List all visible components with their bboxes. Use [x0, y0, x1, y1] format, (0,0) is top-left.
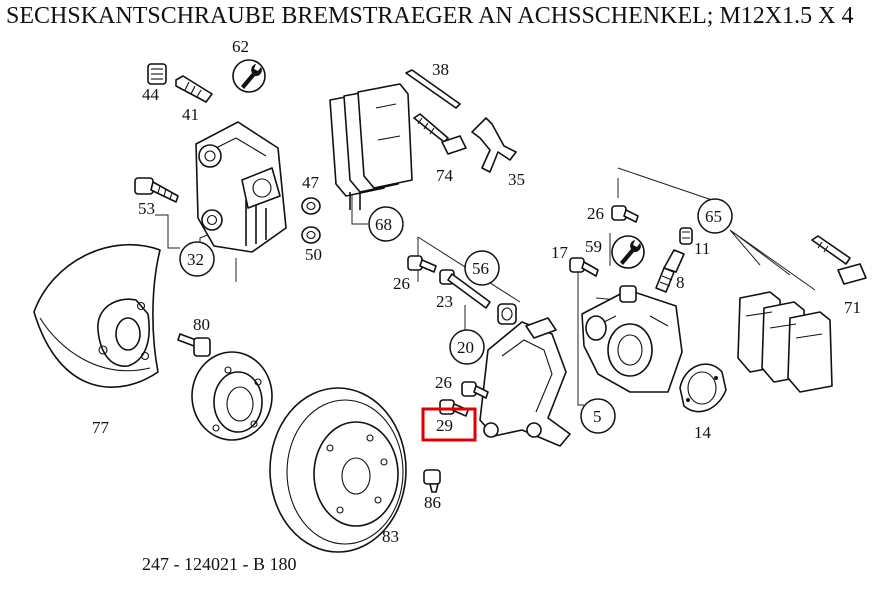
callout-11: 11	[694, 239, 710, 258]
washer-part-47	[301, 197, 321, 215]
caliper-part-5	[581, 285, 683, 393]
guide-pin-part-38	[405, 69, 461, 109]
page-title: SECHSKANTSCHRAUBE BREMSTRAEGER AN ACHSSC…	[6, 3, 854, 29]
callout-14: 14	[694, 423, 712, 442]
callout-5: 5	[593, 407, 602, 426]
bleeder-part-11	[679, 227, 693, 245]
wrench-icon	[611, 235, 645, 269]
callout-47: 47	[302, 173, 320, 192]
screw-part-17	[569, 257, 599, 277]
callout-29: 29	[436, 416, 453, 435]
guide-sleeve-part-23	[439, 269, 491, 309]
caliper-part-32	[195, 121, 287, 253]
callout-71: 71	[844, 298, 861, 317]
callout-circles	[179, 198, 733, 434]
wheel-hub	[191, 351, 273, 441]
spring-part-14	[679, 363, 727, 413]
bolt-part-53	[134, 177, 179, 203]
callout-59: 59	[585, 237, 602, 256]
washer-part-50	[301, 226, 321, 244]
callout-80: 80	[193, 315, 210, 334]
callout-53: 53	[138, 199, 155, 218]
sleeve-part-56	[497, 303, 517, 325]
callout-83: 83	[382, 527, 399, 546]
callout-50: 50	[305, 245, 322, 264]
bleeder-screw-part-41	[175, 75, 213, 103]
callout-38: 38	[432, 60, 449, 79]
callout-68: 68	[375, 215, 392, 234]
callout-56: 56	[472, 259, 489, 278]
callout-32: 32	[187, 250, 204, 269]
callout-62: 62	[232, 37, 249, 56]
carrier-bracket-part-20	[479, 317, 571, 447]
callout-44: 44	[142, 85, 160, 104]
spreader-spring-part-35	[471, 117, 517, 173]
screw-part-86	[423, 469, 441, 493]
callout-17: 17	[551, 243, 569, 262]
callout-65: 65	[705, 207, 722, 226]
callout-23: 23	[436, 292, 453, 311]
callout-26-low: 26	[435, 373, 452, 392]
callout-26-mid: 26	[393, 274, 410, 293]
highlight-box	[421, 407, 477, 442]
bolt-part-26-lower	[461, 381, 489, 399]
bushing-part-44	[147, 63, 167, 85]
callout-41: 41	[182, 105, 199, 124]
dust-shield-part-77	[33, 243, 161, 388]
callout-35: 35	[508, 170, 525, 189]
callout-74: 74	[436, 166, 454, 185]
callout-8: 8	[676, 273, 685, 292]
callout-26-top: 26	[587, 204, 604, 223]
brake-pads-part-65	[737, 291, 833, 393]
brake-pads-part-68	[329, 83, 413, 210]
bolt-part-26-mid	[407, 255, 437, 273]
bleeder-part-8	[655, 249, 685, 293]
callout-labels: 62 44 41 38 74 35 47 50 53 68 32 26 65 1…	[92, 37, 861, 546]
drawing-code: 247 - 124021 - B 180	[142, 554, 297, 574]
wrench-icon	[232, 59, 266, 93]
screw-part-26-top	[611, 205, 639, 223]
bolt-part-80	[177, 333, 211, 357]
callout-86: 86	[424, 493, 441, 512]
callout-77: 77	[92, 418, 110, 437]
callout-20: 20	[457, 338, 474, 357]
pin-clip-part-74	[413, 113, 467, 155]
brake-disc-part-83	[269, 387, 407, 553]
pin-set-part-71	[811, 235, 867, 285]
